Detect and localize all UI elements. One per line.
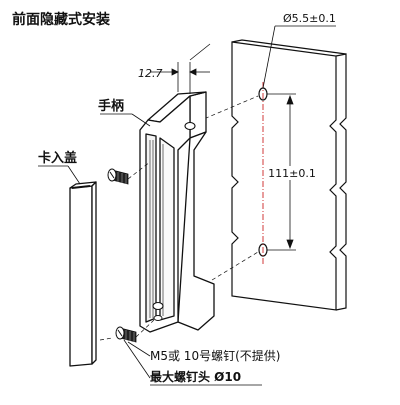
offset-dimension: [150, 43, 211, 94]
hole-diameter-label: Ø5.5±0.1: [283, 12, 336, 25]
handle-label: 手柄: [98, 98, 124, 114]
handle-hole-top: [184, 121, 196, 131]
handle-body: [139, 91, 215, 333]
screw-head-label: 最大螺钉头 Ø10: [150, 369, 241, 384]
snap-cover: [69, 181, 97, 367]
handle-label-leader: [131, 113, 151, 127]
spacing-label-bg: [276, 166, 308, 180]
alignment-line-top: [191, 95, 259, 125]
screw-head-leader: [123, 339, 151, 379]
handle-channel-lines: [149, 140, 164, 318]
diagram-title: 前面隐藏式安装: [12, 11, 111, 28]
panel-top-edge: [231, 39, 347, 55]
screw-spec-leader: [127, 341, 151, 357]
hole-diameter-dimension: Ø5.5±0.1: [262, 12, 336, 89]
panel-edge: [335, 53, 347, 311]
handle-hole-bottom-lower: [153, 315, 163, 321]
snap-cover-lip: [71, 185, 91, 189]
snap-cover-label: 卡入盖: [38, 150, 77, 166]
alignment-line-bottom: [211, 251, 259, 281]
screw-bottom: [99, 319, 155, 343]
screw-top: [107, 161, 151, 185]
hole-spacing-label: 111±0.1: [268, 167, 316, 180]
handle-hole-bottom: [152, 301, 164, 311]
snap-cover-label-leader: [67, 165, 81, 185]
offset-label: 12.7: [138, 67, 163, 80]
screw-spec-label: M5或 10号螺钉(不提供): [150, 348, 280, 363]
